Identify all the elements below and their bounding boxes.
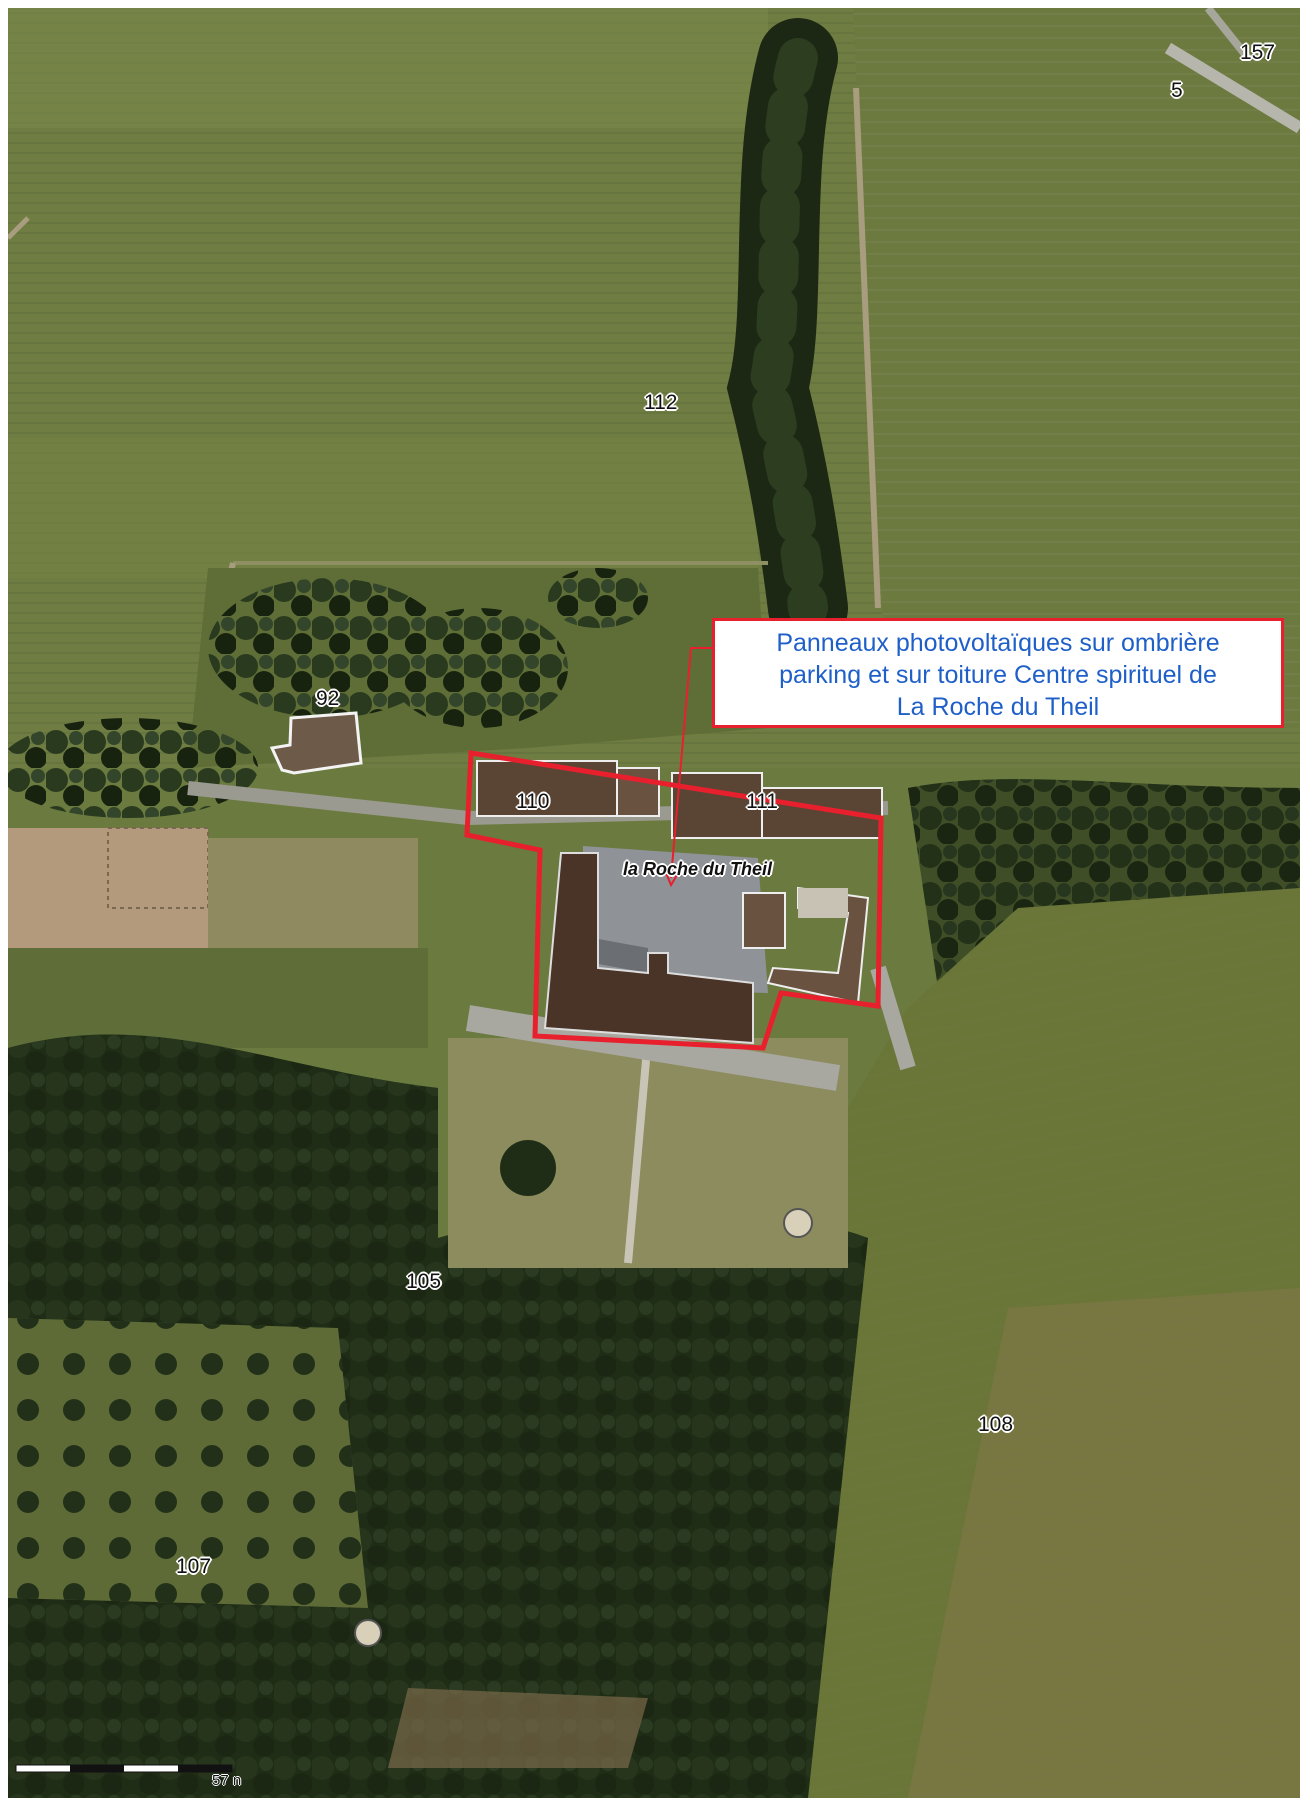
garden-area — [208, 838, 418, 948]
project-boundary — [464, 750, 884, 1051]
track-north-east — [1204, 8, 1252, 61]
field-se-tone — [908, 1288, 1300, 1798]
callout-pointer — [670, 647, 722, 879]
water-tank — [783, 1208, 813, 1238]
aerial-imagery — [8, 8, 1300, 1798]
callout-line-1: Panneaux photovoltaïques sur ombrière — [776, 629, 1220, 657]
parcel-label-105: 105 — [406, 1270, 442, 1293]
field-ne-furrows — [853, 8, 1300, 728]
parcel-label-112: 112 — [644, 391, 678, 414]
parcel-label-111: 111 — [746, 790, 778, 813]
building-main-u — [543, 852, 754, 1045]
estate-drive — [465, 1005, 841, 1091]
building-111-west — [671, 772, 763, 839]
field-track — [853, 87, 881, 609]
lawn-path — [624, 1037, 652, 1264]
clearing-south — [388, 1688, 648, 1768]
aerial-map[interactable]: 157 5 112 92 110 111 105 108 107 la Roch… — [8, 8, 1300, 1798]
parcel-label-92: 92 — [316, 687, 340, 710]
meadow-west — [8, 948, 428, 1048]
scale-bar-label: 57 n — [212, 1772, 242, 1789]
field-tone-lower — [8, 438, 758, 578]
tree-cluster-west — [208, 578, 448, 718]
tree-row-west — [8, 718, 258, 818]
building-92 — [269, 711, 363, 775]
scale-bar — [15, 1764, 233, 1773]
parcel-label-107: 107 — [176, 1555, 212, 1578]
water-tank-south — [354, 1619, 382, 1647]
field-tone — [8, 8, 768, 128]
callout-arrowhead — [663, 867, 681, 888]
orchard-trees — [8, 1318, 368, 1608]
parcel-label-5: 5 — [1171, 79, 1183, 102]
place-label-roche-du-theil: la Roche du Theil — [623, 859, 773, 879]
parcel-label-108: 108 — [978, 1413, 1014, 1436]
tree-cluster-center — [388, 608, 568, 728]
building-111-east — [761, 787, 883, 839]
callout-line-3: La Roche du Theil — [896, 693, 1100, 721]
callout-line-2: parking et sur toiture Centre spirituel … — [779, 661, 1217, 689]
lawn-tree — [500, 1140, 556, 1196]
hedgerow-texture — [747, 38, 828, 628]
callout-box: Panneaux photovoltaïques sur ombrière pa… — [712, 618, 1284, 728]
road-north-east — [1164, 42, 1300, 134]
parcel-label-110: 110 — [516, 790, 550, 813]
parcel-label-157: 157 — [1240, 41, 1276, 64]
building-annex — [742, 892, 786, 949]
